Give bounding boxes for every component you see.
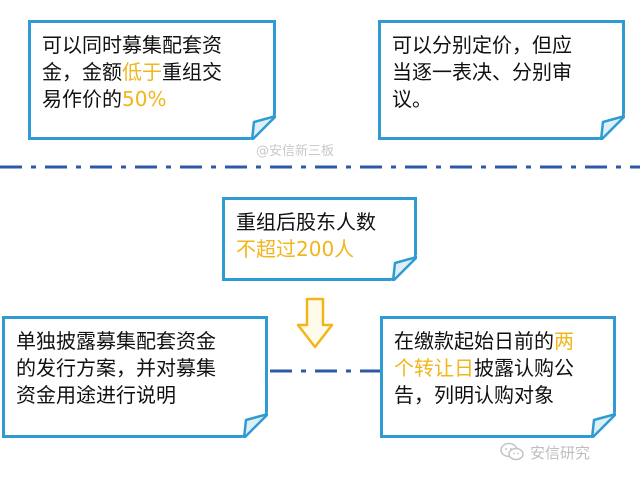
text-line: 披露认购公 bbox=[474, 356, 574, 380]
text-line: 的发行方案，并对募集 bbox=[16, 356, 216, 380]
page-curl-icon bbox=[599, 114, 625, 140]
page-curl-icon bbox=[242, 412, 268, 438]
highlight-text: 个转让日 bbox=[394, 356, 474, 380]
watermark-text: 安信研究 bbox=[530, 443, 591, 462]
note-card-top-left: 可以同时募集配套资 金，金额低于重组交 易作价的50% bbox=[28, 20, 276, 140]
text-line: 可以同时募集配套资 bbox=[42, 33, 222, 57]
highlight-text: 两 bbox=[554, 329, 574, 353]
text-line: 在缴款起始日前的 bbox=[394, 329, 554, 353]
separator-line bbox=[0, 165, 640, 169]
text-line: 重组后股东人数 bbox=[236, 210, 376, 234]
page-curl-icon bbox=[391, 255, 417, 281]
text-line: 资金用途进行说明 bbox=[16, 383, 176, 407]
text-line: 易作价的 bbox=[42, 87, 122, 111]
page-curl-icon bbox=[590, 412, 616, 438]
text-line: 议。 bbox=[392, 87, 432, 111]
highlight-text: 低于 bbox=[122, 60, 162, 84]
text-line: 当逐一表决、分别审 bbox=[392, 60, 572, 84]
highlight-text: 50% bbox=[122, 87, 167, 111]
connector-line bbox=[270, 369, 385, 373]
text-line: 单独披露募集配套资金 bbox=[16, 329, 216, 353]
text-line: 告，列明认购对象 bbox=[394, 383, 554, 407]
text-line: 金，金额 bbox=[42, 60, 122, 84]
page-curl-icon bbox=[250, 114, 276, 140]
wechat-icon bbox=[500, 442, 524, 461]
text-line: 可以分别定价，但应 bbox=[392, 33, 572, 57]
highlight-text: 不超过200人 bbox=[236, 237, 355, 261]
note-card-bottom-left: 单独披露募集配套资金 的发行方案，并对募集 资金用途进行说明 bbox=[2, 316, 268, 438]
text-line: 重组交 bbox=[162, 60, 222, 84]
note-card-bottom-right: 在缴款起始日前的两 个转让日披露认购公 告，列明认购对象 bbox=[380, 316, 616, 438]
watermark-bottom: 安信研究 bbox=[500, 440, 590, 464]
note-card-middle: 重组后股东人数 不超过200人 bbox=[222, 197, 417, 281]
watermark: @安信新三板 bbox=[256, 144, 335, 159]
down-arrow-icon bbox=[296, 297, 334, 349]
note-card-top-right: 可以分别定价，但应 当逐一表决、分别审 议。 bbox=[378, 20, 625, 140]
